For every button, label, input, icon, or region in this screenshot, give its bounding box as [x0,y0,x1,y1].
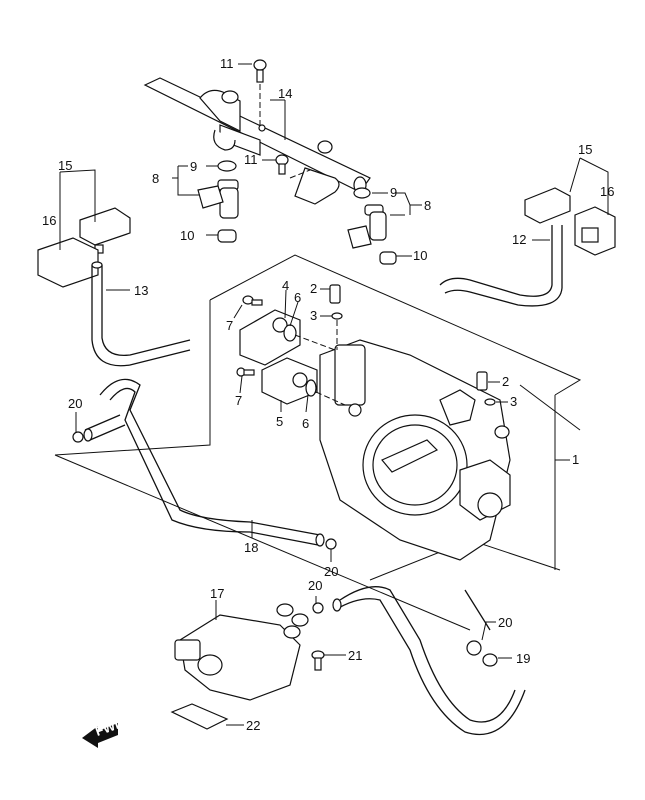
callout-4: 4 [282,278,289,293]
callout-10: 10 [413,248,427,263]
fast-idle-valve [174,603,309,701]
injector-right [347,187,397,265]
callout-17: 17 [210,586,224,601]
plug-2-right [476,371,496,406]
map-sensor-left [37,207,131,288]
plug-2-left [329,284,343,350]
map-sensor-right [524,187,616,256]
callout-12: 12 [512,232,526,247]
callout-21: 21 [348,648,362,663]
callout-20: 20 [308,578,322,593]
screw-11-top [253,59,267,125]
callout-10: 10 [180,228,194,243]
callout-20: 20 [498,615,512,630]
pad-22 [170,703,229,730]
hose-12 [439,225,563,307]
assembly-outline [54,254,582,631]
callout-labels: 1 2 2 3 3 4 5 6 6 7 7 8 8 9 9 10 10 11 1… [42,56,614,733]
callout-9: 9 [390,185,397,200]
leader-lines [59,63,609,726]
callout-5: 5 [276,414,283,429]
callout-7: 7 [226,318,233,333]
idle-air-control [236,357,346,406]
hose-13 [91,261,191,367]
injector-left [197,160,239,243]
callout-3: 3 [310,308,317,323]
screw-21 [311,650,325,671]
callout-13: 13 [134,283,148,298]
callout-14: 14 [278,86,292,101]
fwd-arrow-icon: FWD [82,715,126,748]
callout-16: 16 [42,213,56,228]
throttle-position-sensor [239,295,336,366]
callout-20: 20 [68,396,82,411]
callout-20: 20 [324,564,338,579]
callout-18: 18 [244,540,258,555]
clamps-20 [72,431,482,656]
callout-16: 16 [600,184,614,199]
callout-2: 2 [310,281,317,296]
callout-1: 1 [572,452,579,467]
callout-19: 19 [516,651,530,666]
hose-18 [83,378,325,547]
hose-19 [332,586,526,736]
callout-15: 15 [578,142,592,157]
callout-6: 6 [302,416,309,431]
fuel-rail [143,77,371,205]
callout-3: 3 [510,394,517,409]
callout-15: 15 [58,158,72,173]
callout-2: 2 [502,374,509,389]
callout-11: 11 [220,56,234,71]
callout-8: 8 [152,171,159,186]
callout-11: 11 [244,152,258,167]
callout-9: 9 [190,159,197,174]
callout-7: 7 [235,393,242,408]
callout-6: 6 [294,290,301,305]
throttle-body [319,339,511,561]
callout-8: 8 [424,198,431,213]
callout-22: 22 [246,718,260,733]
